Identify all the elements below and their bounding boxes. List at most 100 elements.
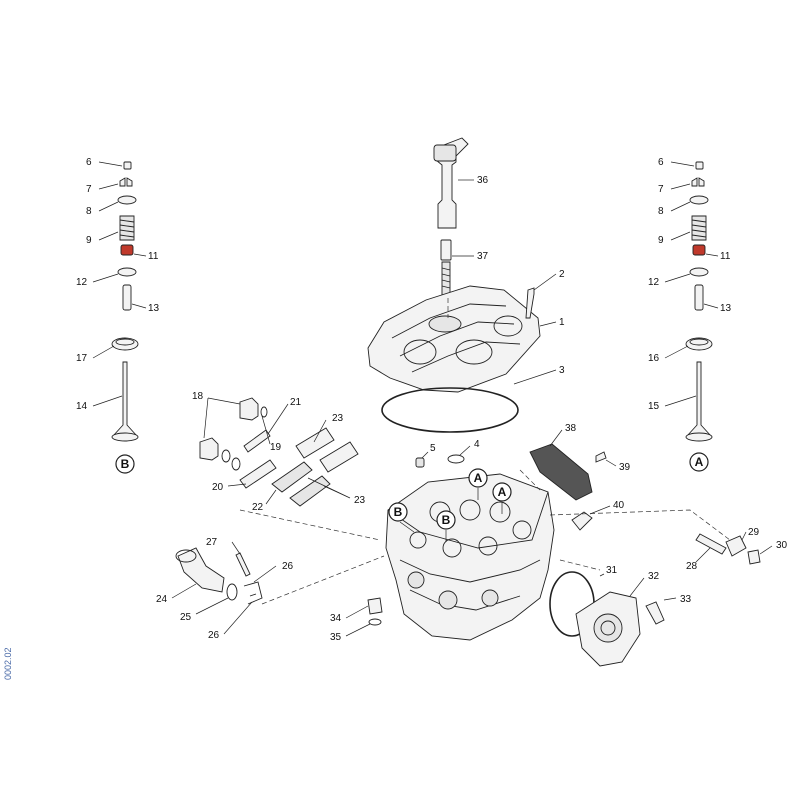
leader-3 (513, 369, 557, 385)
callout-7R: 7 (658, 184, 664, 195)
o-ring-4 (447, 454, 465, 464)
callout-22: 22 (252, 502, 264, 513)
leader-23b (307, 477, 351, 499)
cover-gasket-3 (381, 387, 519, 433)
callout-13R: 13 (720, 303, 732, 314)
callout-9L: 9 (86, 235, 92, 246)
small-parts (367, 533, 761, 626)
callout-6L: 6 (86, 157, 92, 168)
valve-cover-1 (367, 285, 541, 393)
ref-right-A: A (695, 455, 704, 469)
ref-circle-right-A (689, 452, 709, 472)
cover-lobe-left (403, 339, 437, 365)
callout-39: 39 (619, 462, 631, 473)
leader-7R (670, 183, 691, 190)
spring-retainer-8 (117, 195, 137, 205)
leader-8R (670, 201, 691, 212)
head-bore-7 (478, 536, 498, 556)
leader-25 (195, 597, 229, 615)
callout-3: 3 (559, 365, 565, 376)
callout-16: 16 (648, 353, 660, 364)
leader-11L (133, 253, 147, 257)
cam-cover-group (549, 571, 665, 667)
reed-cover-38 (529, 443, 593, 501)
valve-seat-ring-17-inner (115, 338, 135, 346)
reference-markers: B A A A B B (115, 452, 709, 530)
rocker-arm-23a (295, 427, 335, 459)
callout-8R: 8 (658, 206, 664, 217)
leader-22 (265, 489, 277, 505)
left-valve-stack (111, 161, 139, 442)
cover-lobe-right (455, 339, 493, 365)
cover-spark-port (428, 315, 462, 333)
head-bore-2 (459, 499, 481, 521)
callout-23b: 23 (354, 495, 366, 506)
callout-25: 25 (180, 612, 192, 623)
callout-4: 4 (474, 439, 480, 450)
leader-9R (670, 231, 691, 241)
leader-17 (92, 345, 115, 359)
leader-29 (741, 531, 747, 541)
bolt-27 (235, 552, 251, 577)
callout-26a: 26 (282, 561, 294, 572)
right-valve-stack (685, 161, 713, 442)
callout-40: 40 (613, 500, 625, 511)
washer-19-lower-b (231, 457, 241, 471)
leader-27 (231, 541, 241, 555)
callout-31: 31 (606, 565, 618, 576)
head-port-2 (438, 590, 458, 610)
head-bore-5 (409, 531, 427, 549)
callout-14: 14 (76, 401, 88, 412)
leader-4 (459, 445, 471, 456)
leader-12L (92, 273, 119, 283)
valve-head-14 (111, 432, 139, 442)
ref-head-B1: B (394, 505, 403, 519)
head-top-deck (387, 491, 549, 549)
spark-plug-threads (441, 267, 451, 289)
leader-24 (171, 583, 197, 599)
cylinder-head-body (385, 473, 555, 641)
head-detail-lines (399, 559, 541, 611)
callout-11L: 11 (148, 251, 159, 262)
rocker-shaft-21 (243, 429, 271, 453)
callout-12L: 12 (76, 277, 88, 288)
washer-35 (368, 618, 382, 626)
leader-5 (421, 451, 429, 459)
leader-38 (549, 429, 563, 447)
head-bore-6 (442, 538, 462, 558)
leader-14 (92, 395, 123, 407)
leader-26b (223, 601, 253, 635)
ref-circle-head-B2 (436, 510, 456, 530)
exhaust-valve-14 (111, 361, 139, 437)
sensor-40 (571, 511, 593, 531)
plug-34 (367, 597, 383, 615)
leader-30 (759, 545, 773, 555)
cover-hub-32 (593, 613, 623, 643)
assembly-line-1 (239, 509, 381, 541)
cover-hub-inner (600, 620, 616, 636)
leader-35 (345, 623, 371, 637)
plug-18-upper (239, 397, 259, 421)
callout-5: 5 (430, 443, 436, 454)
washer-19-upper (260, 406, 268, 418)
valve-seat-ring-16-inner (689, 338, 709, 346)
water-pipe-24 (177, 547, 225, 593)
leader-lines (92, 161, 773, 637)
assembly-line-4 (559, 559, 601, 571)
valve-seal-11 (120, 244, 134, 256)
leader-6R (670, 161, 695, 167)
callout-17: 17 (76, 353, 88, 364)
callout-12R: 12 (648, 277, 660, 288)
callout-32: 32 (648, 571, 660, 582)
water-pipe-group (175, 547, 263, 605)
drawing-code-text: 0002.02 (3, 647, 13, 680)
leader-9L (98, 231, 119, 241)
leader-13L (131, 303, 147, 309)
callout-28: 28 (686, 561, 698, 572)
valve-seat-ring-17 (111, 337, 139, 351)
ref-head-A2: A (498, 485, 507, 499)
head-port-3 (481, 589, 499, 607)
callout-19: 19 (270, 442, 282, 453)
ref-head-A1: A (474, 471, 483, 485)
callout-38: 38 (565, 423, 577, 434)
